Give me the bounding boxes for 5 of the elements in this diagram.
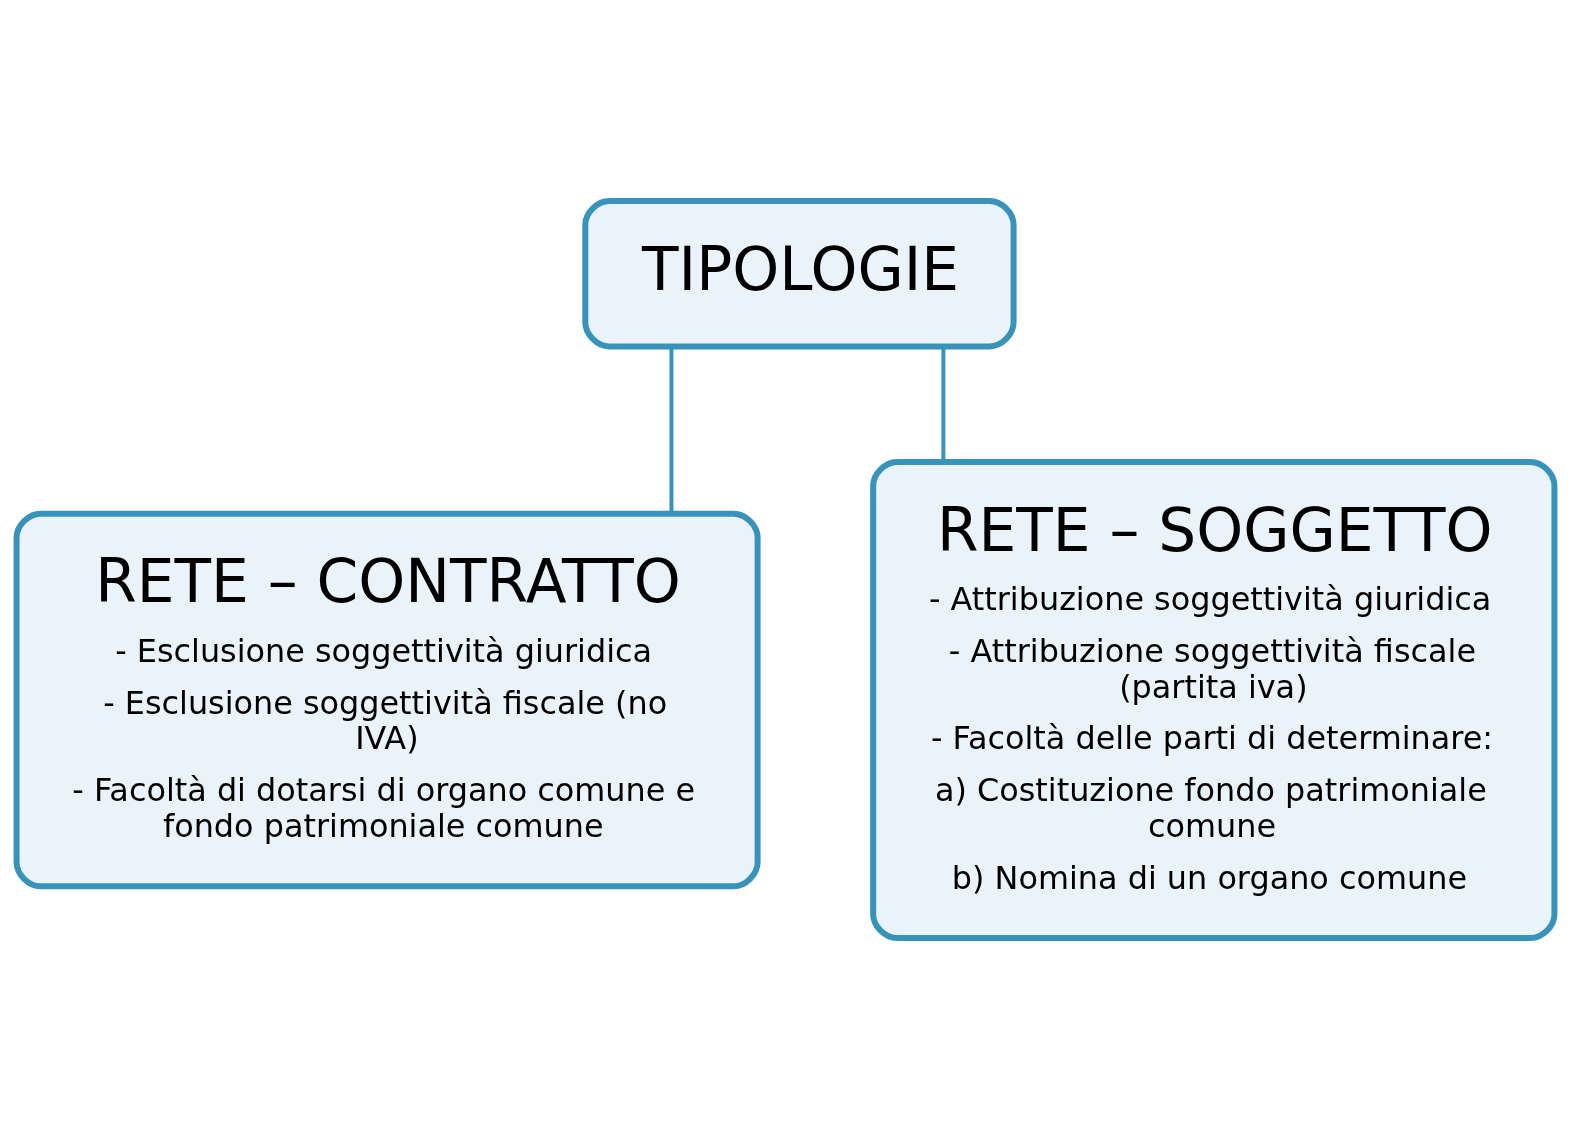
connector — [669, 346, 674, 514]
node-box: TIPOLOGIE — [582, 198, 1017, 350]
connector — [941, 346, 946, 462]
node-box: RETE – CONTRATTO - Esclusione soggettività giuridica - Esclusione soggettività fiscale (no IVA) - Facoltà di dotarsi di organo comune e fondo patrimoniale comune — [13, 510, 761, 890]
node-box: RETE – SOGGETTO - Attribuzione soggettività giuridica - Attribuzione soggettività fiscale (partita iva) - Facoltà delle parti di determinare: a) Costituzione fondo patrimoniale comune b) Nomina di un organo comune — [870, 458, 1558, 941]
